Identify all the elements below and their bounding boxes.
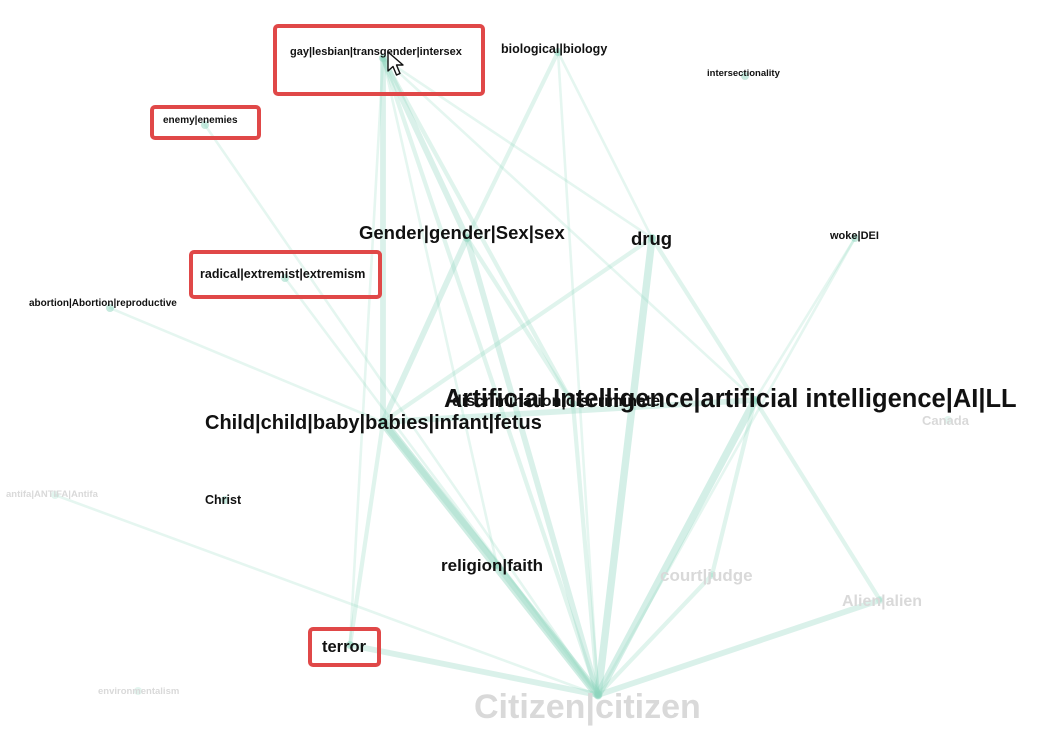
node-dot-bio[interactable] [554,48,562,56]
node-label-enemy[interactable]: enemy|enemies [163,115,238,126]
edge-gay-terror [348,56,385,647]
node-label-bio[interactable]: biological|biology [501,42,608,56]
node-dot-religion[interactable] [493,561,501,569]
edge-court-citizen [595,572,715,698]
node-label-child[interactable]: Child|child|baby|babies|infant|fetus [205,412,542,434]
node-dot-child[interactable] [379,418,387,426]
node-dot-enemy[interactable] [201,121,209,129]
node-label-gender[interactable]: Gender|gender|Sex|sex [359,222,565,243]
edge-bio-citizen [556,50,600,697]
node-label-court[interactable]: court|judge [660,566,753,585]
edge-ai-child [380,397,758,425]
edge-ai-court [709,397,758,578]
node-dot-radical[interactable] [281,274,289,282]
node-dot-gender[interactable] [463,234,471,242]
node-label-environmentalism[interactable]: environmentalism [98,686,180,697]
node-label-antifa[interactable]: antifa|ANTIFA|Antifa [6,489,98,500]
edge-ai-alien [752,397,883,603]
node-dot-ai[interactable] [751,396,759,404]
highlight-box-radical [189,250,382,299]
node-dot-disc[interactable] [569,400,577,408]
node-label-ai[interactable]: Artificial Intelligence|artificial intel… [444,385,1017,413]
edge-gay-disc [380,55,576,407]
edge-gay-religion [381,56,499,567]
edge-child-terror [347,419,386,648]
edge-religion-citizen [494,562,601,698]
node-dot-canada[interactable] [944,416,952,424]
highlight-box-enemy [150,105,261,140]
node-dot-gay[interactable] [379,54,387,62]
edge-radical-citizen [283,276,600,697]
edge-enemy-citizen [203,123,600,697]
mouse-cursor-icon [387,51,404,76]
edge-woke-ai [753,236,857,402]
edge-gender-child [380,235,470,425]
node-label-christ[interactable]: Christ [205,493,242,507]
node-label-drug[interactable]: drug [631,228,673,249]
node-label-alien[interactable]: Alien|alien [842,593,923,610]
edge-gender-disc [464,235,576,407]
edge-child-citizen [378,417,603,700]
edge-gay-drug [381,56,654,240]
edge-abortion-child [108,306,385,424]
node-label-citizen[interactable]: Citizen|citizen [474,688,701,726]
edge-gay-gender [380,55,470,241]
highlight-box-terror [308,627,381,667]
node-label-gay[interactable]: gay|lesbian|transgender|intersex [290,46,462,58]
node-dot-citizen[interactable] [594,691,602,699]
node-label-religion[interactable]: religion|faith [441,556,544,575]
edge-gender-citizen [464,235,601,698]
node-label-canada[interactable]: Canada [922,413,969,428]
node-label-abortion[interactable]: abortion|Abortion|reproductive [29,298,177,309]
node-label-radical[interactable]: radical|extremist|extremism [200,267,366,281]
node-dot-abortion[interactable] [106,304,114,312]
edge-woke-citizen [596,236,857,697]
edge-child-religion [380,419,500,568]
node-label-discrimination[interactable]: discrimination|discriminate [452,393,661,410]
edge-drug-ai [649,235,758,403]
node-label-woke[interactable]: woke|DEI [830,230,879,242]
edge-drug-child [380,235,655,425]
node-label-terror[interactable]: terror [322,638,367,656]
node-dot-antifa[interactable] [51,491,59,499]
node-dot-court[interactable] [708,571,716,579]
edge-ai-citizen [594,396,759,699]
edge-drug-citizen [594,234,656,699]
node-dot-alien[interactable] [876,596,884,604]
highlight-box-gay [273,24,485,96]
node-dot-inter[interactable] [741,72,749,80]
edge-antifa-citizen [53,493,600,697]
node-dot-env[interactable] [134,687,142,695]
edge-gay-ai [381,56,757,402]
node-dot-christ[interactable] [221,496,229,504]
edge-disc-citizen [570,401,601,698]
edge-terror-citizen [347,642,601,698]
edge-bio-gender [464,49,561,241]
node-label-intersectionality[interactable]: intersectionality [707,68,780,79]
edge-alien-citizen [595,597,883,698]
node-dot-woke[interactable] [851,234,859,242]
edge-gay-citizen [380,55,601,698]
node-dot-drug[interactable] [648,234,656,242]
edge-bio-drug [556,50,654,240]
node-dot-terror[interactable] [346,641,354,649]
